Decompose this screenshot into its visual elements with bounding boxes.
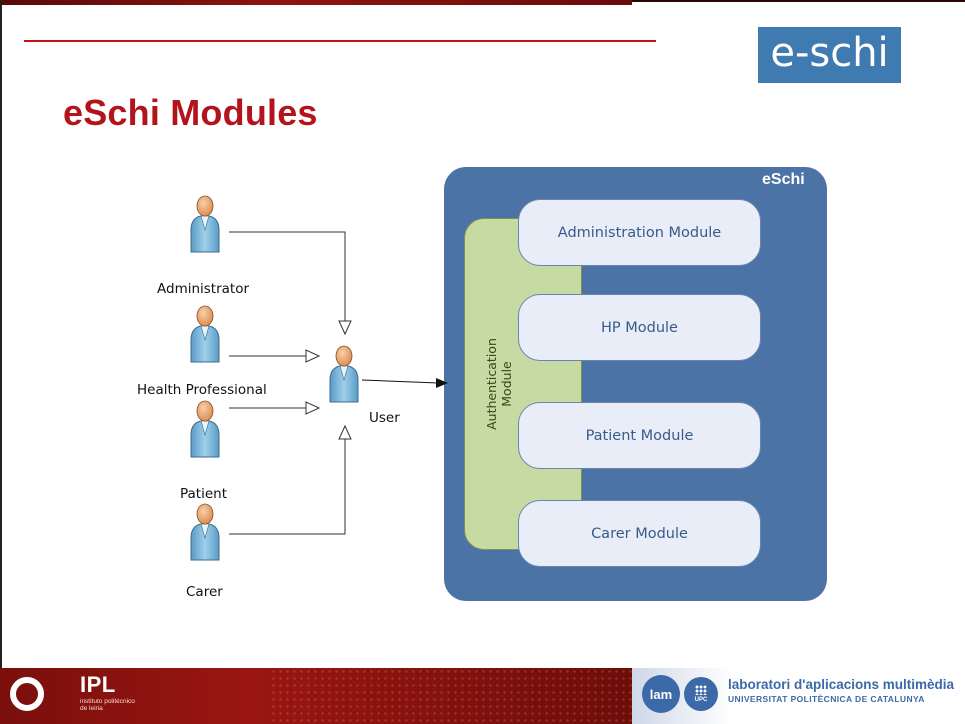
patient-actor-icon — [190, 400, 220, 458]
carer-actor-icon — [190, 503, 220, 561]
ipl-logo-text: IPL — [80, 672, 116, 697]
authentication-module — [464, 218, 582, 550]
footer-left-banner — [0, 668, 632, 724]
health-professional-label: Health Professional — [137, 382, 267, 398]
user-label: User — [369, 410, 400, 426]
administrator-label: Administrator — [157, 281, 250, 297]
left-border-line — [0, 0, 2, 668]
carer-module: Carer Module — [518, 500, 761, 567]
top-border-line — [632, 0, 965, 2]
eschi-system-label: eSchi — [762, 171, 805, 188]
administrator-actor-icon — [190, 195, 220, 253]
page-title: eSchi Modules — [63, 92, 318, 133]
upc-logo-icon: UPC — [684, 677, 718, 711]
lam-logo-icon: lam — [642, 675, 680, 713]
ipl-logo-subtitle: instituto politécnico de leiria — [80, 698, 135, 712]
user-actor-icon — [329, 345, 359, 403]
administration-module: Administration Module — [518, 199, 761, 266]
patient-module: Patient Module — [518, 402, 761, 469]
ipl-logo-icon — [10, 677, 44, 711]
patient-label: Patient — [180, 486, 228, 502]
title-divider — [24, 40, 656, 42]
footer-world-map-pattern — [270, 668, 632, 724]
hp-module: HP Module — [518, 294, 761, 361]
top-banner-strip — [0, 0, 632, 5]
health-professional-actor-icon — [190, 305, 220, 363]
lab-title: laboratori d'aplicacions multimèdia — [728, 677, 955, 692]
carer-label: Carer — [186, 584, 223, 600]
lab-subtitle: UNIVERSITAT POLITÈCNICA DE CATALUNYA — [728, 694, 925, 704]
eschi-logo: e-schi — [758, 27, 901, 83]
